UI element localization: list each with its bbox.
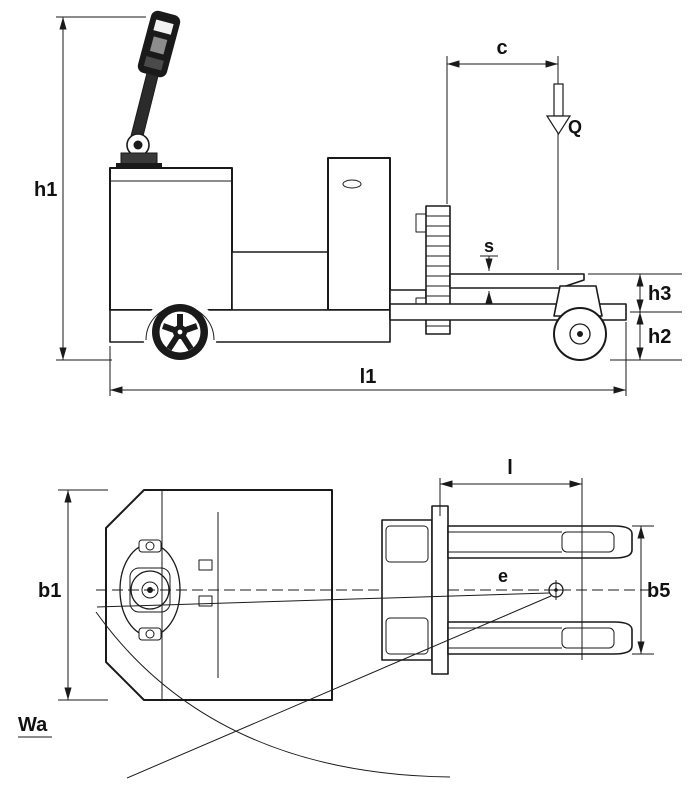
dim-label-b1: b1 — [38, 580, 61, 602]
plan-forks — [447, 525, 633, 655]
dimension-h3: h3 — [588, 273, 682, 313]
load-wheel-housing — [553, 285, 603, 317]
drive-hub-center — [177, 329, 183, 335]
steer-hub — [141, 581, 159, 599]
tiller-bracket — [120, 152, 158, 165]
steer-bolt-bottom — [145, 629, 155, 639]
dimension-h2: h2 — [610, 312, 682, 361]
steer-cap-top — [138, 539, 162, 553]
dim-label-l1: l1 — [360, 366, 377, 388]
battery-compartment — [327, 157, 391, 311]
dimension-h1: h1 — [34, 16, 146, 361]
tiller-head — [137, 10, 181, 78]
load-wheel-hub — [577, 331, 583, 337]
dim-label-e: e — [498, 566, 508, 586]
plan-body — [105, 489, 333, 701]
fork-bottom-tip — [561, 627, 615, 649]
fork-blade — [449, 273, 585, 289]
steer-cap-bottom — [138, 627, 162, 641]
dimension-l: l — [439, 457, 583, 660]
steer-bolt-top — [145, 541, 155, 551]
fork-top — [447, 525, 633, 559]
dim-label-wa: Wa — [18, 714, 48, 736]
tiller — [116, 10, 181, 170]
plan-mast — [381, 505, 449, 675]
dim-label-s: s — [484, 236, 494, 256]
dimension-l1: l1 — [109, 322, 627, 396]
dim-label-l: l — [507, 457, 513, 479]
side-view: h1 — [34, 10, 682, 396]
top-view: b1 — [18, 457, 670, 779]
dim-label-q: Q — [568, 117, 582, 137]
load-arrow-head-icon — [545, 115, 572, 136]
carriage-plate — [431, 505, 449, 675]
load-arrow: Q — [545, 83, 582, 137]
control-button-2 — [198, 595, 213, 607]
wa-arc — [95, 611, 451, 778]
wa-ray-upper — [96, 592, 550, 608]
mast-roller-top — [385, 525, 429, 563]
tiller-arm — [130, 72, 159, 141]
operator-body — [109, 167, 233, 311]
carriage-tab-upper — [415, 213, 427, 233]
dim-label-h2: h2 — [648, 326, 671, 348]
tiller-display — [153, 19, 174, 35]
dimension-c: c — [446, 37, 559, 270]
dim-label-h1: h1 — [34, 179, 57, 201]
dim-label-b5: b5 — [647, 580, 670, 602]
load-center-point — [546, 580, 566, 600]
fork-and-leg — [389, 273, 627, 361]
wa-ray-lower — [126, 595, 552, 779]
mast-roller-bottom — [385, 617, 429, 655]
dim-label-h3: h3 — [648, 283, 671, 305]
dimension-b1: b1 — [38, 489, 108, 701]
tiller-switch — [143, 56, 164, 71]
fork-bottom — [447, 621, 633, 655]
tiller-grip-pad — [149, 36, 168, 55]
load-wheel-rim — [569, 323, 591, 345]
battery-handle — [342, 179, 362, 189]
tiller-hinge-pin — [133, 140, 143, 150]
load-arrow-shaft — [553, 83, 564, 117]
fork-top-tip — [561, 531, 615, 553]
dimension-b5: b5 — [632, 525, 670, 655]
plan-body-outline — [105, 489, 333, 701]
center-point-dot — [554, 588, 558, 592]
drive-wheel — [143, 297, 217, 371]
turning-radius: Wa — [18, 592, 552, 779]
center-platform — [231, 251, 329, 311]
control-button-1 — [198, 559, 213, 571]
tiller-base — [116, 163, 162, 170]
dimension-s: s — [480, 236, 498, 304]
dim-label-c: c — [496, 37, 507, 59]
